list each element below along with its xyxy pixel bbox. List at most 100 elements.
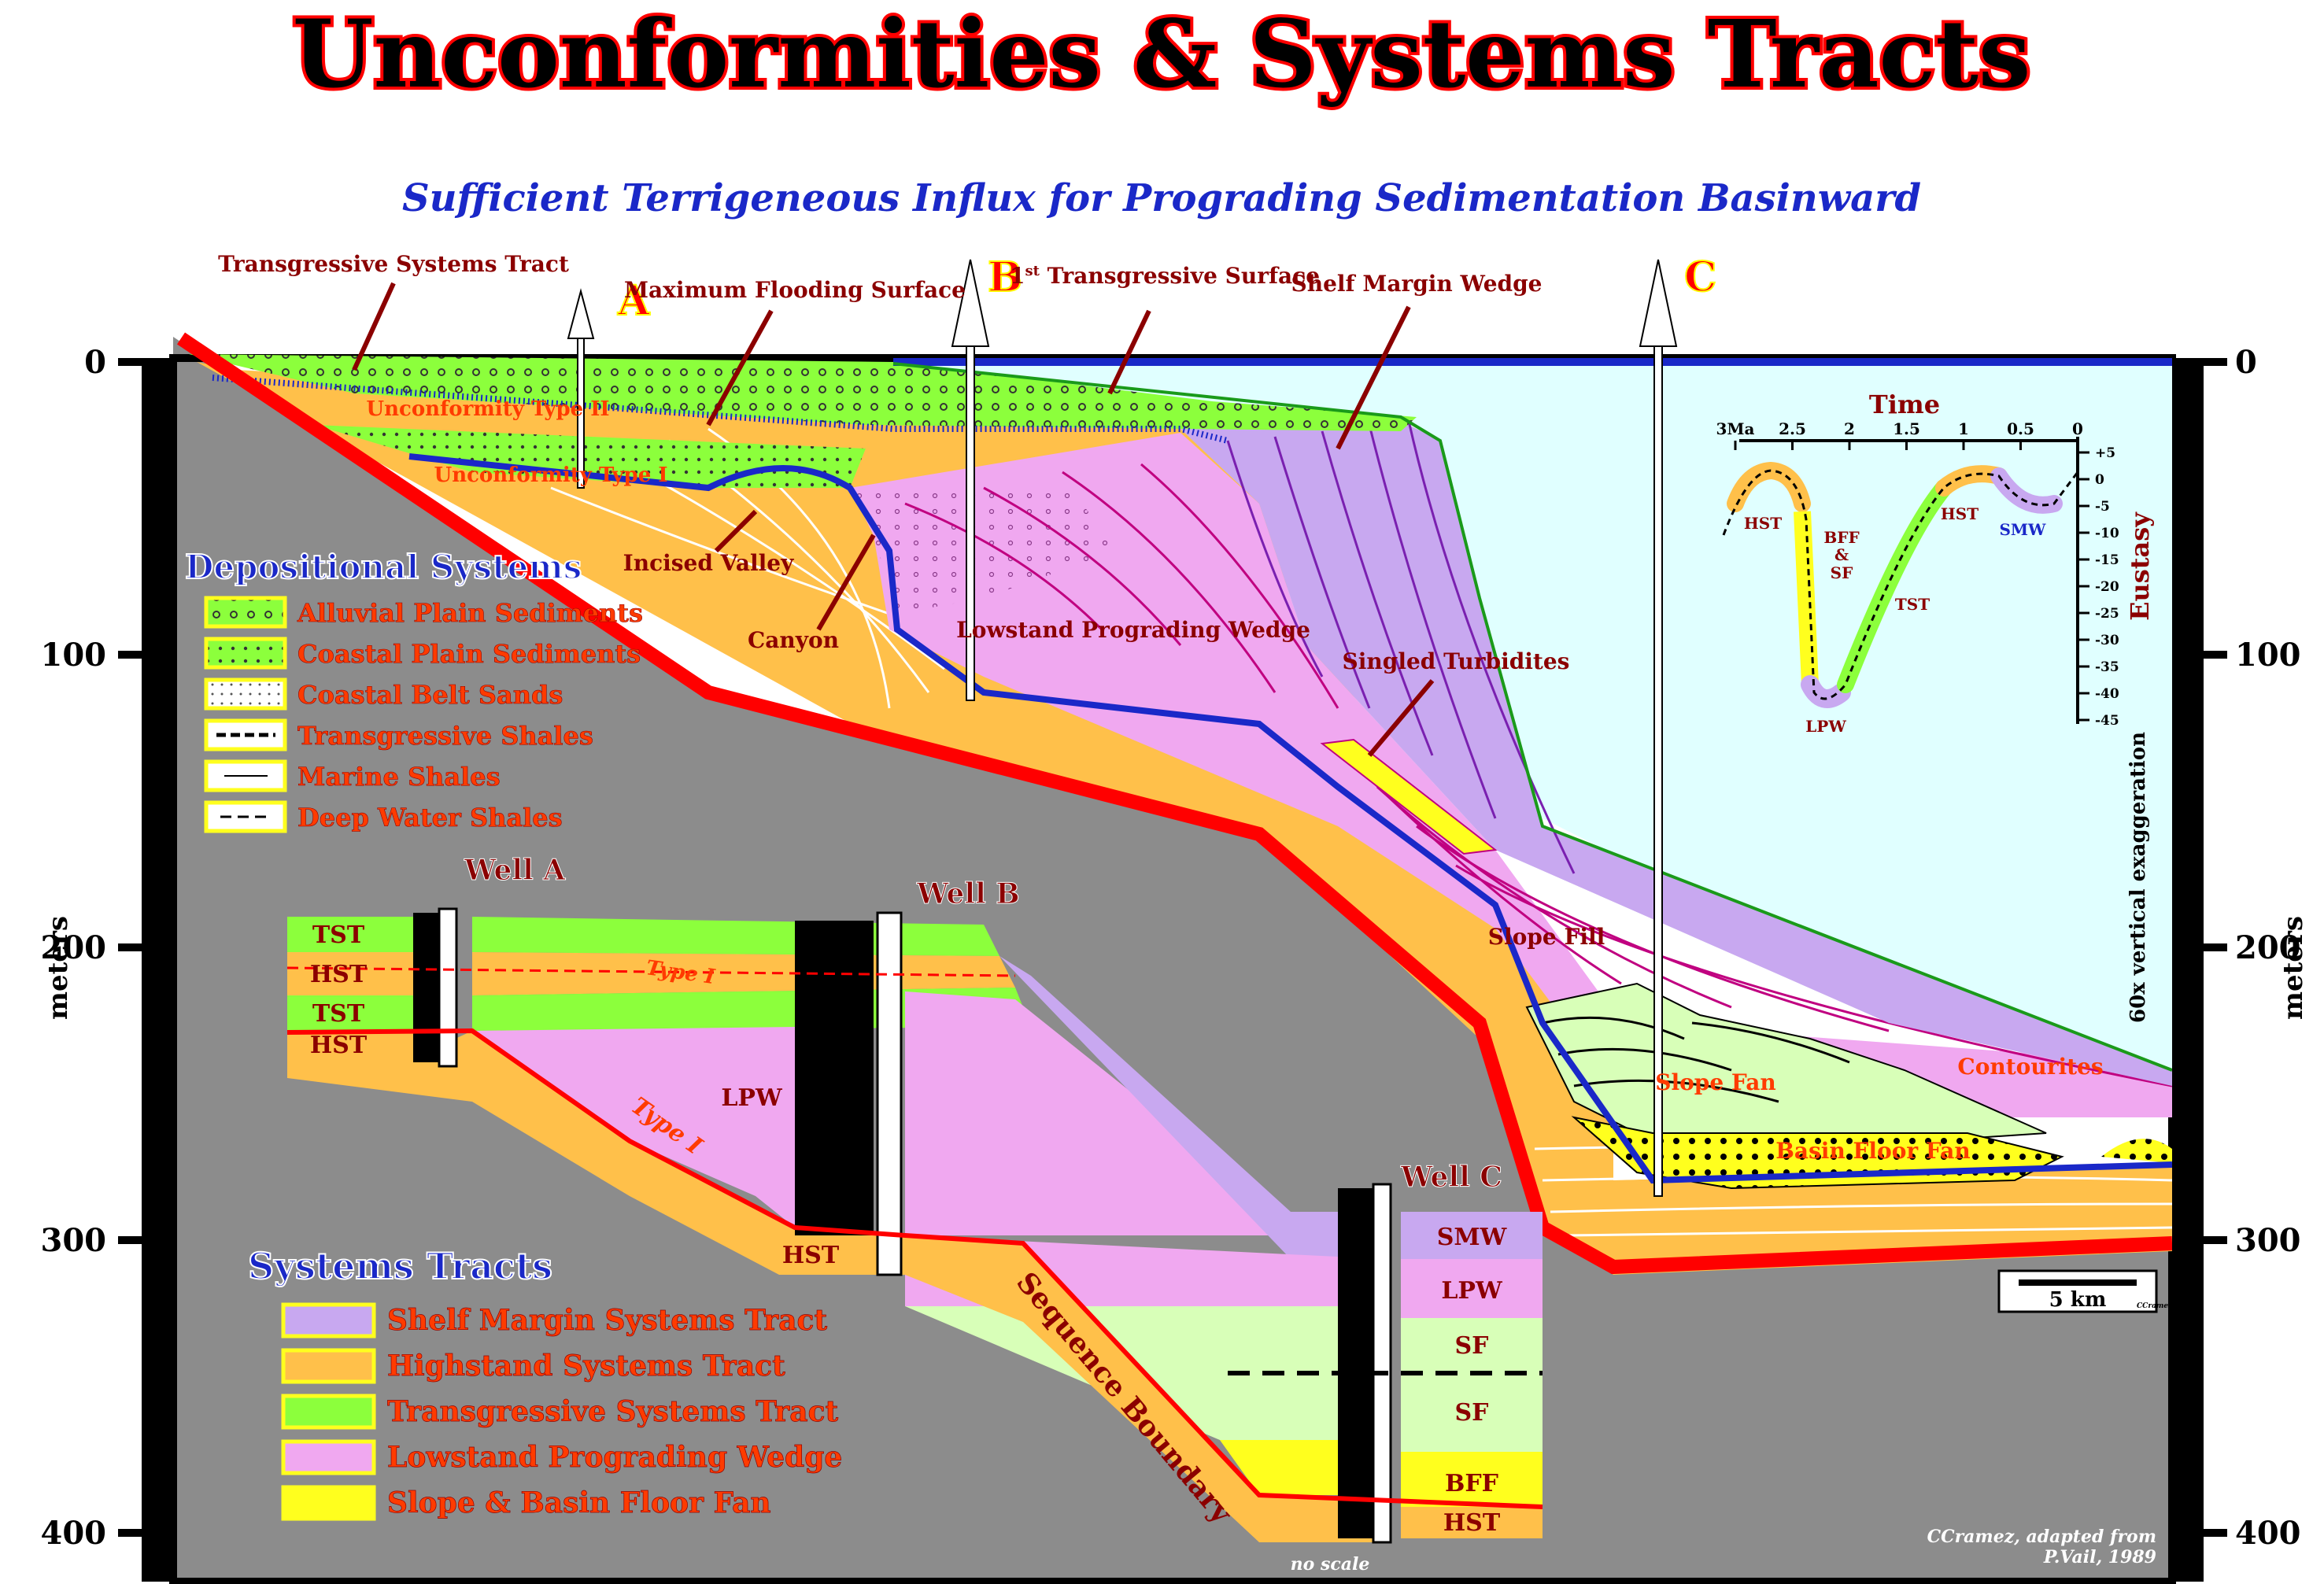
depth-axis-label-right: meters [2278, 916, 2309, 1020]
svg-text:&: & [1834, 545, 1849, 564]
depositional-swatch [204, 596, 287, 629]
well-b-log [795, 921, 874, 1235]
tract-item-label: Shelf Margin Systems Tract [387, 1304, 827, 1337]
label-slope-fill: Slope Fill [1488, 924, 1605, 950]
eustasy-x-tick-label: 1.5 [1893, 419, 1920, 438]
label-unconformity-ii: Unconformity Type II [366, 397, 609, 421]
label-unconformity-i: Unconformity Type I [434, 463, 668, 487]
eustasy-x-tick-label: 1 [1958, 419, 1969, 438]
well-a-tract-1: HST [310, 961, 368, 988]
well-c-lpw [1401, 1259, 1543, 1318]
depositional-item-label: Transgressive Shales [297, 721, 593, 751]
well-a-tract-0: TST [312, 921, 365, 949]
depth-tick-label-left: 400 [41, 1515, 107, 1552]
well-c-tract-0: SMW [1437, 1224, 1508, 1251]
well-b-tract-0: LPW [721, 1084, 783, 1112]
depth-axis-right: meters [2172, 358, 2309, 1582]
well-c-letter: C [1684, 253, 1716, 301]
label-singled-turbidites: Singled Turbidites [1343, 648, 1570, 674]
unconformity-type-i [408, 453, 2173, 1184]
label-contourites: Contourites [1957, 1054, 2103, 1080]
tract-swatch [281, 1485, 376, 1521]
corr-hst-base [287, 1031, 1385, 1542]
well-b-name: Well B [916, 877, 1020, 910]
well-a-tst-top [287, 917, 413, 952]
well-c-name: Well C [1400, 1161, 1502, 1194]
tract-item-label: Transgressive Systems Tract [387, 1395, 839, 1428]
well-panel-sequence-boundary [286, 1028, 1543, 1509]
label-mfs: Maximum Flooding Surface [624, 277, 966, 303]
well-correlation-panel: Well A Well B Well C TST HST TST HST LPW… [286, 854, 1543, 1575]
tract-item-label: Lowstand Prograding Wedge [387, 1441, 842, 1474]
well-b-bore [876, 911, 903, 1276]
eustasy-y-tick-label: 0 [2095, 472, 2104, 488]
depth-tick-label-right: 300 [2235, 1222, 2301, 1259]
scale-bar: 5 km CCramez [1997, 1269, 2173, 1313]
depth-axis-label-left: meters [42, 916, 74, 1020]
eustasy-y-tick-label: -20 [2095, 579, 2119, 595]
corr-lpw-right [905, 991, 1291, 1235]
systems-tracts-legend: Systems Tracts Shelf Margin Systems Trac… [247, 1244, 843, 1521]
shelf-surface [892, 362, 2173, 1072]
label-basin-floor-fan: Basin Floor Fan [1775, 1138, 1971, 1164]
well-a-hst-bottom [287, 1031, 413, 1058]
well-c-sf-bottom [1401, 1373, 1543, 1452]
contourite-mound [2101, 1139, 2172, 1163]
well-c-tract-4: BFF [1445, 1470, 1498, 1497]
label-slope-fan: Slope Fan [1655, 1069, 1776, 1095]
well-a-hst-top [287, 952, 413, 995]
eustasy-y-tick-label: -15 [2095, 552, 2119, 568]
eustasy-y-tick-label: -30 [2095, 633, 2119, 648]
svg-text:HST: HST [1744, 514, 1782, 533]
well-c-tract-2: SF [1455, 1332, 1489, 1360]
depositional-item-label: Coastal Belt Sands [297, 680, 563, 710]
tract-swatch [281, 1348, 376, 1384]
svg-text:CCramez: CCramez [2137, 1302, 2173, 1310]
well-b-tract-1: HST [782, 1242, 840, 1269]
depth-tick-label-right: 100 [2235, 637, 2301, 674]
eustasy-y-tick-label: -40 [2095, 686, 2119, 702]
well-a-tract-2: TST [312, 1000, 365, 1028]
label-1st-ts: 1st Transgressive Surface [1010, 263, 1320, 289]
eustasy-y-tick-label: -10 [2095, 526, 2119, 541]
unconformity-type-ii [212, 375, 1229, 444]
well-a-tst-bottom [287, 995, 413, 1031]
page-subtitle: Sufficient Terrigeneous Influx for Progr… [402, 176, 1921, 220]
eustasy-y-label: Eustasy [2125, 511, 2155, 621]
depositional-item-label: Marine Shales [297, 762, 501, 792]
well-a-tract-3: HST [310, 1032, 368, 1059]
tract-swatch [281, 1302, 376, 1338]
well-c-hst [1401, 1507, 1543, 1538]
well-c-smw [1401, 1212, 1543, 1259]
smw-wedge [1180, 417, 2172, 1086]
well-c-tract-5: HST [1443, 1509, 1501, 1537]
depositional-item-label: Deep Water Shales [297, 803, 563, 833]
depth-axis-left: meters [42, 358, 173, 1582]
label-smw: Shelf Margin Wedge [1291, 271, 1543, 297]
tract-item-label: Highstand Systems Tract [387, 1350, 785, 1383]
svg-text:5 km: 5 km [2049, 1288, 2107, 1312]
singled-turbidites [1320, 738, 1498, 855]
well-c-bff [1401, 1452, 1543, 1507]
tract-swatch [281, 1394, 376, 1430]
eustasy-labels: HST BFF & SF LPW TST HST SMW [1744, 504, 2046, 736]
lpw-dotted-zone [850, 488, 1118, 614]
well-a-name: Well A [464, 854, 566, 887]
svg-text:SF: SF [1831, 563, 1853, 582]
page-title: Unconformities & Systems Tracts [293, 0, 2031, 109]
eustasy-y-tick-label: -25 [2095, 606, 2119, 622]
label-lpw: Lowstand Prograding Wedge [956, 617, 1310, 643]
eustasy-y-tick-label: -5 [2095, 499, 2110, 515]
well-a-pipe [567, 288, 595, 489]
well-c-tract-3: SF [1455, 1399, 1489, 1427]
eustasy-x-tick-label: 3Ma [1716, 419, 1754, 438]
well-a-letter: A [617, 277, 650, 325]
eustasy-y-tick-label: -35 [2095, 659, 2119, 675]
depositional-swatch [204, 678, 287, 711]
depth-tick-label-left: 100 [41, 637, 107, 674]
well-a-bore [438, 907, 458, 1068]
